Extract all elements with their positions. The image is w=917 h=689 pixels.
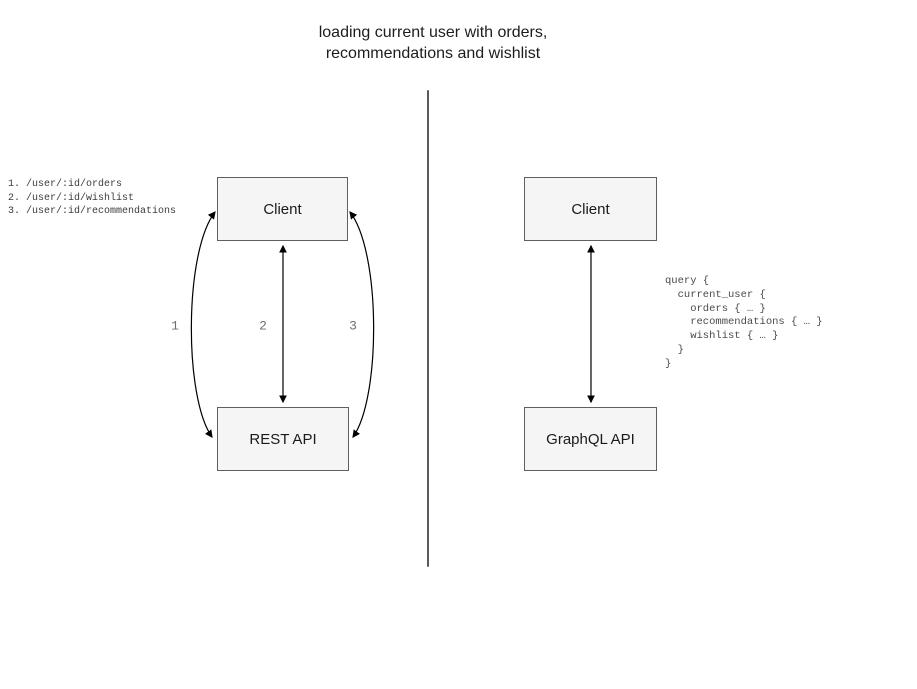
- graphql-client-node: Client: [524, 177, 657, 241]
- graphql-client-label: Client: [571, 200, 610, 218]
- rest-arrow-label-1: 1: [171, 318, 179, 334]
- graphql-query-snippet: query { current_user { orders { … } reco…: [665, 275, 823, 370]
- graphql-api-label: GraphQL API: [546, 430, 635, 448]
- panel-divider-line: [427, 90, 429, 567]
- rest-arrow-label-2: 2: [259, 318, 267, 334]
- graphql-api-node: GraphQL API: [524, 407, 657, 471]
- rest-arrow-1: [190, 211, 216, 438]
- rest-api-node: REST API: [217, 407, 349, 471]
- rest-endpoints-list: 1. /user/:id/orders 2. /user/:id/wishlis…: [8, 179, 177, 217]
- rest-client-label: Client: [263, 200, 302, 218]
- rest-client-node: Client: [217, 177, 348, 241]
- rest-api-label: REST API: [249, 430, 317, 448]
- rest-arrow-label-3: 3: [349, 318, 357, 334]
- diagram-title: loading current user with orders, recomm…: [318, 24, 548, 62]
